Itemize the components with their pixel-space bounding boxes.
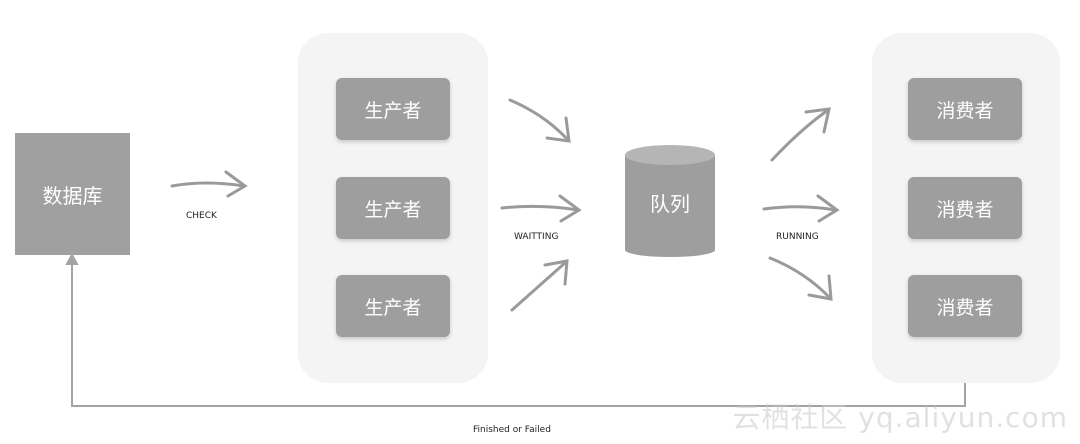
queue-label: 队列 bbox=[650, 192, 690, 216]
check-arrow bbox=[170, 170, 248, 198]
feedback-loop-line bbox=[65, 252, 966, 407]
producer-node-2: 生产者 bbox=[336, 177, 450, 239]
queue-cylinder bbox=[625, 145, 715, 257]
consumer-label: 消费者 bbox=[936, 198, 994, 221]
producer-label: 生产者 bbox=[364, 296, 422, 319]
consumer-node-2: 消费者 bbox=[908, 177, 1022, 239]
watermark: 云栖社区 yq.aliyun.com bbox=[732, 401, 1068, 434]
consumer-node-1: 消费者 bbox=[908, 78, 1022, 140]
running-arrow-top bbox=[770, 107, 831, 162]
producer-label: 生产者 bbox=[364, 198, 422, 221]
database-node: 数据库 bbox=[15, 133, 130, 255]
consumer-label: 消费者 bbox=[936, 296, 994, 319]
waiting-arrow-middle bbox=[500, 194, 582, 223]
running-arrow-bottom bbox=[768, 256, 833, 301]
database-label: 数据库 bbox=[42, 183, 103, 208]
check-label: CHECK bbox=[186, 211, 217, 221]
producer-node-3: 生产者 bbox=[336, 275, 450, 337]
waiting-arrow-top bbox=[508, 98, 571, 143]
running-label: RUNNING bbox=[776, 232, 819, 242]
waiting-label: WAITTING bbox=[514, 232, 559, 242]
producer-label: 生产者 bbox=[364, 99, 422, 122]
producer-node-1: 生产者 bbox=[336, 78, 450, 140]
feedback-label: Finished or Failed bbox=[473, 425, 551, 435]
running-arrow-middle bbox=[762, 194, 840, 223]
waiting-arrow-bottom bbox=[510, 259, 569, 312]
consumer-node-3: 消费者 bbox=[908, 275, 1022, 337]
consumer-label: 消费者 bbox=[936, 99, 994, 122]
